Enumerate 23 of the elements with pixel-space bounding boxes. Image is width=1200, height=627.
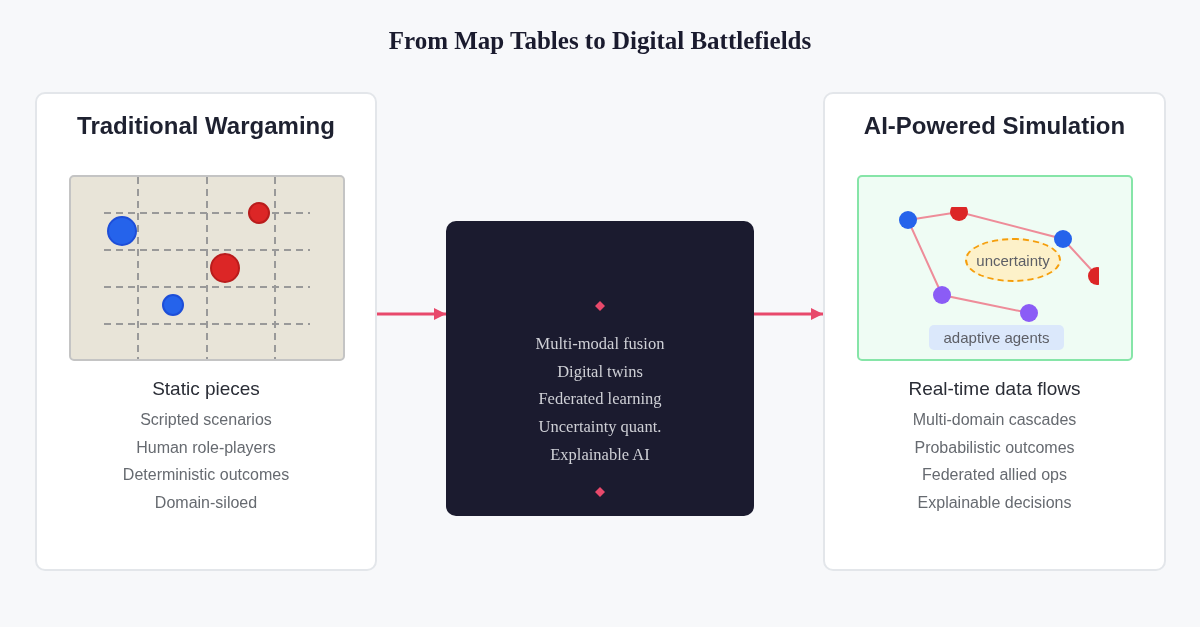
ellipse-label: uncertainty	[976, 251, 1050, 269]
feature-item: Federated learning	[538, 389, 662, 410]
process-box	[446, 221, 754, 516]
arrow	[377, 308, 446, 320]
list-item: Domain-siloed	[154, 492, 258, 513]
list-item: Probabilistic outcomes	[914, 437, 1075, 458]
list-item: Scripted scenarios	[140, 410, 272, 430]
card-subheading: Real-time data flows	[908, 379, 1081, 399]
list-item: Deterministic outcomes	[122, 465, 290, 485]
feature-item: Explainable AI	[550, 444, 650, 465]
feature-item: Multi-modal fusion	[535, 334, 665, 354]
card-subheading: Static pieces	[152, 379, 260, 399]
card	[35, 92, 377, 571]
list-item: Multi-domain cascades	[912, 410, 1077, 430]
feature-item: Uncertainty quant.	[538, 417, 662, 438]
agents-tag: adaptive agents	[929, 325, 1064, 350]
list-item: Explainable decisions	[917, 492, 1072, 513]
arrow	[754, 308, 823, 320]
list-item: Human role-players	[136, 437, 276, 458]
card	[823, 92, 1166, 571]
feature-item: Digital twins	[557, 361, 643, 382]
list-item: Federated allied ops	[922, 465, 1067, 485]
card-heading: AI-Powered Simulation	[863, 116, 1126, 136]
